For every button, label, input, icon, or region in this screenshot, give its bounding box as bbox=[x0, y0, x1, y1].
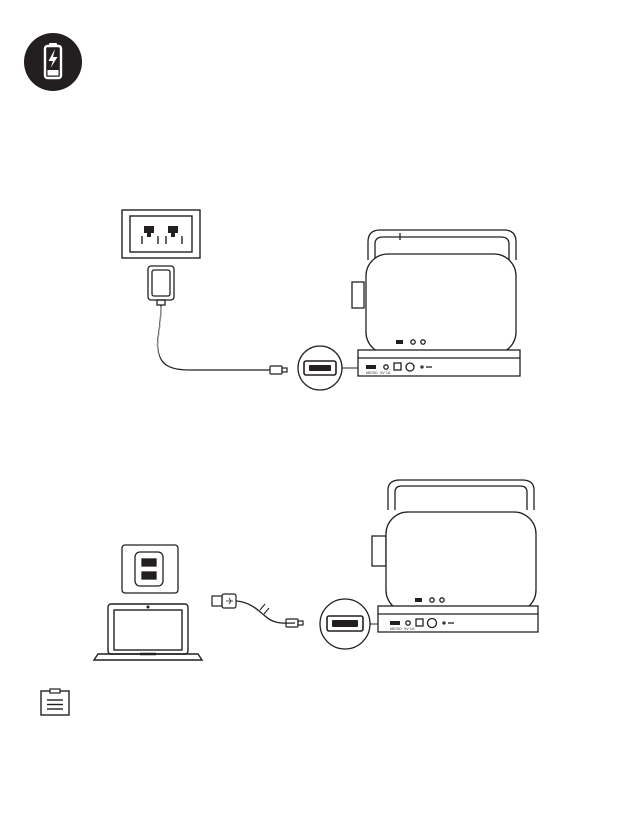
speaker-on-charging-base bbox=[372, 480, 538, 632]
usb-port-closeup bbox=[122, 545, 178, 593]
wall-charging-diagram: 5V 1A MICRO 5V 1A bbox=[100, 200, 540, 410]
diagram-wall-port-label-2: 5V 1A bbox=[380, 371, 391, 375]
laptop-charging-diagram: MICRO 5V 1A bbox=[90, 470, 550, 670]
charging-cable bbox=[158, 305, 270, 370]
battery-charging-icon bbox=[24, 33, 82, 91]
wall-outlet bbox=[122, 210, 200, 258]
port-magnifier bbox=[298, 346, 358, 390]
usb-a-plug bbox=[212, 594, 236, 608]
diagram-laptop-port-label-2: 5V 1A bbox=[404, 627, 415, 631]
laptop bbox=[94, 604, 202, 660]
diagram-wall-port-label-1: MICRO bbox=[366, 371, 378, 375]
speaker-on-charging-base: 5V 1A bbox=[352, 230, 520, 376]
note-icon bbox=[36, 688, 74, 716]
usb-power-adapter bbox=[148, 266, 174, 305]
micro-usb-plug bbox=[270, 366, 287, 374]
diagram-laptop-port-label-1: MICRO bbox=[390, 627, 402, 631]
